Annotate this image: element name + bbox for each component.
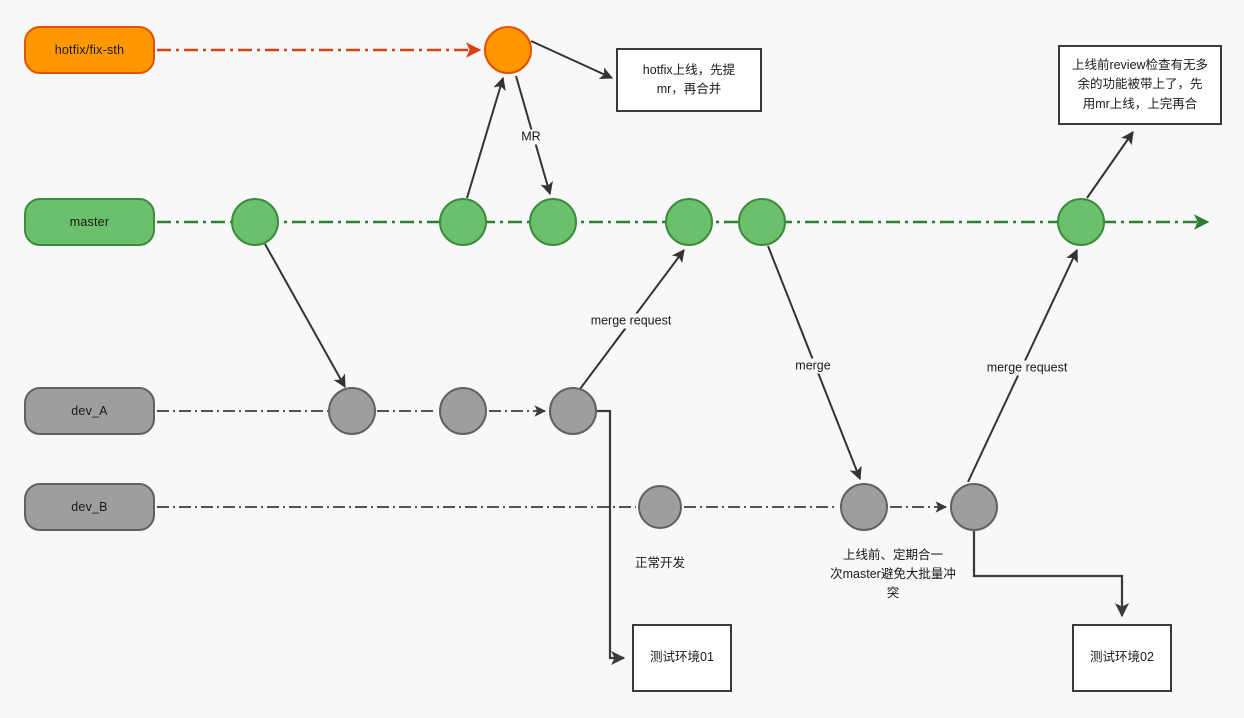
label-periodic-merge-line-1: 上线前、定期合一: [842, 548, 943, 562]
edge-master-to-hotfix: [466, 76, 506, 199]
edge-dev-a-to-test-env-01: [597, 409, 626, 666]
branch-label-dev-b: dev_B: [71, 500, 108, 514]
commit-node-dev-a-1[interactable]: [328, 387, 376, 435]
label-periodic-merge-line-2: 次master避免大批量冲: [830, 566, 956, 581]
note-review-before-release: 上线前review检查有无多 余的功能被带上了，先 用mr上线，上完再合: [1058, 45, 1222, 125]
edge-hotfix-to-note: [530, 40, 614, 79]
branch-label-master: master: [69, 215, 110, 229]
note-review-line-3: 用mr上线，上完再合: [1082, 96, 1198, 111]
commit-node-dev-b-1[interactable]: [638, 485, 682, 529]
edge-label-mr: MR: [519, 129, 543, 145]
edge-master-to-dev-a: [264, 243, 346, 389]
commit-node-dev-a-2[interactable]: [439, 387, 487, 435]
note-test-env-02: 测试环境02: [1072, 624, 1172, 692]
note-test-env-01: 测试环境01: [632, 624, 732, 692]
edge-label-merge-request-2: merge request: [984, 360, 1070, 376]
note-test-env-02-label: 测试环境02: [1090, 650, 1154, 665]
commit-node-master-2[interactable]: [439, 198, 487, 246]
commit-node-master-5[interactable]: [738, 198, 786, 246]
commit-node-dev-b-2[interactable]: [840, 483, 888, 531]
branch-pill-hotfix[interactable]: hotfix/fix-sth: [24, 26, 155, 74]
commit-node-master-6[interactable]: [1057, 198, 1105, 246]
commit-node-master-1[interactable]: [231, 198, 279, 246]
note-hotfix-line-1: hotfix上线，先提: [642, 62, 736, 77]
label-normal-development: 正常开发: [635, 554, 685, 573]
note-test-env-01-label: 测试环境01: [650, 650, 714, 665]
edge-master-to-review-note: [1086, 131, 1134, 199]
commit-node-hotfix-1[interactable]: [484, 26, 532, 74]
branch-pill-dev-a[interactable]: dev_A: [24, 387, 155, 435]
note-hotfix-release: hotfix上线，先提 mr，再合并: [616, 48, 762, 112]
branch-pill-master[interactable]: master: [24, 198, 155, 246]
label-periodic-merge-line-3: 突: [886, 585, 900, 600]
commit-node-dev-b-3[interactable]: [950, 483, 998, 531]
commit-node-dev-a-3[interactable]: [549, 387, 597, 435]
label-periodic-merge: 上线前、定期合一 次master避免大批量冲 突: [818, 546, 968, 602]
note-review-line-1: 上线前review检查有无多: [1071, 57, 1209, 72]
edge-label-merge-request-1: merge request: [588, 313, 674, 329]
note-hotfix-line-2: mr，再合并: [656, 82, 722, 96]
edge-label-merge: merge: [793, 358, 833, 374]
branch-label-hotfix: hotfix/fix-sth: [54, 43, 125, 57]
label-normal-development-line-1: 正常开发: [634, 556, 686, 570]
branch-label-dev-a: dev_A: [71, 404, 108, 418]
note-review-line-2: 余的功能被带上了，先: [1077, 77, 1203, 92]
commit-node-master-4[interactable]: [665, 198, 713, 246]
branch-pill-dev-b[interactable]: dev_B: [24, 483, 155, 531]
edge-dev-b-to-test-env-02: [972, 531, 1130, 618]
commit-node-master-3[interactable]: [529, 198, 577, 246]
